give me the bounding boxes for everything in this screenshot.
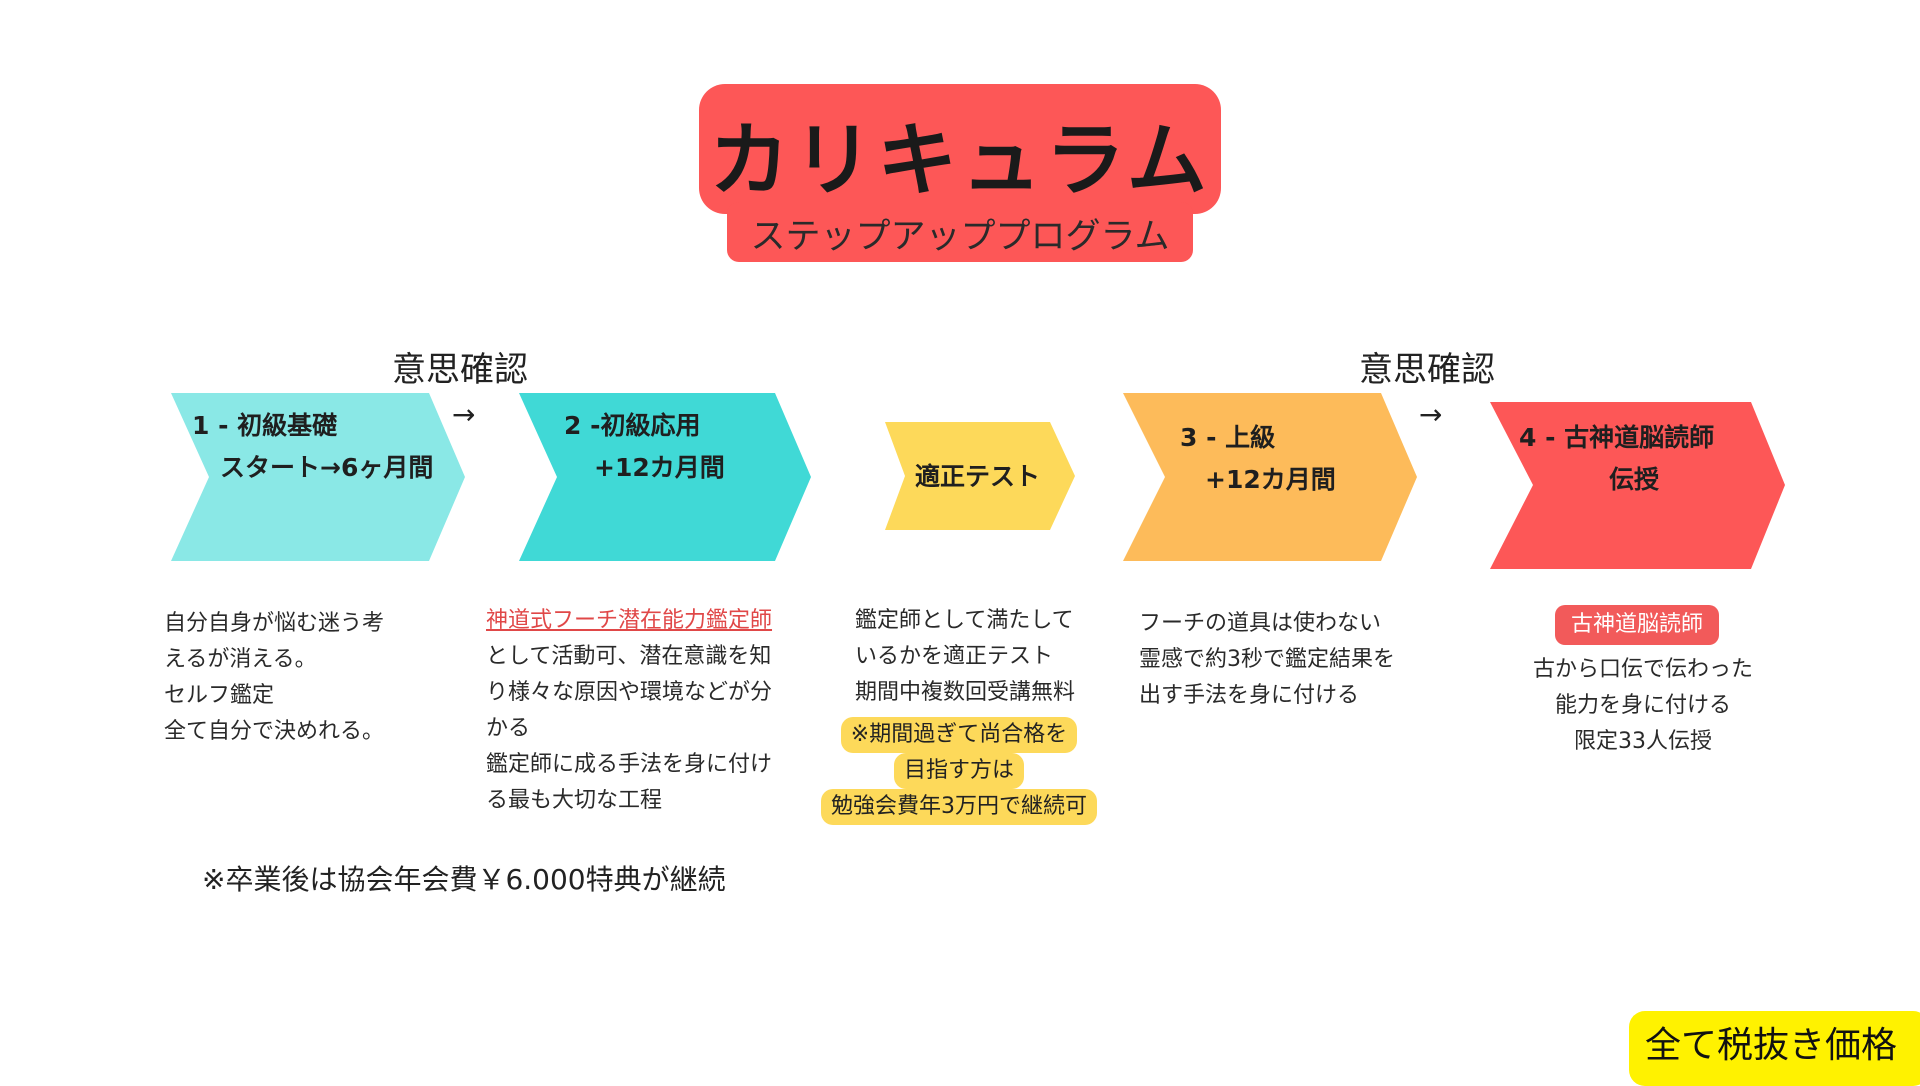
desc-line: り様々な原因や環境などが分 xyxy=(486,680,773,705)
step-4-description: 古から口伝で伝わった 能力を身に付ける 限定33人伝授 xyxy=(1493,652,1793,760)
step-4-subtitle: 伝授 xyxy=(1609,465,1660,494)
step-2-description: 神道式フーチ潜在能力鑑定師 として活動可、潜在意識を知 り様々な原因や環境などが… xyxy=(486,603,772,819)
desc-line: えるが消える。 xyxy=(164,647,317,672)
page-title: カリキュラム xyxy=(709,114,1211,207)
step-4-title: 4 - 古神道脳読師 xyxy=(1519,423,1715,452)
page-subtitle: ステップアッププログラム xyxy=(750,217,1170,257)
step-2-duration: +12カ月間 xyxy=(594,453,725,482)
title-badge: 古神道脳読師 xyxy=(1555,605,1719,645)
desc-line: 限定33人伝授 xyxy=(1574,729,1712,754)
desc-line: 期間中複数回受講無料 xyxy=(855,680,1076,705)
desc-line: 能力を身に付ける xyxy=(1554,693,1731,718)
certification-link[interactable]: 神道式フーチ潜在能力鑑定師 xyxy=(486,608,773,633)
desc-line: 鑑定師に成る手法を身に付け xyxy=(486,752,773,777)
subtitle-banner xyxy=(727,202,1193,262)
step-2-chevron xyxy=(519,393,811,561)
step-3-title: 3 - 上級 xyxy=(1180,423,1276,452)
desc-line: として活動可、潜在意識を知 xyxy=(486,644,772,669)
desc-line: いるかを適正テスト xyxy=(855,644,1054,669)
desc-line: 自分自身が悩む迷う考 xyxy=(164,611,385,636)
confirm-label-1: 意思確認 xyxy=(392,350,528,390)
arrow-right-icon: → xyxy=(1419,398,1443,431)
step-1-chevron xyxy=(171,393,465,561)
desc-line: 霊感で約3秒で鑑定結果を xyxy=(1139,647,1395,672)
step-test-chevron xyxy=(885,422,1075,530)
desc-line: 出す手法を身に付ける xyxy=(1139,683,1360,708)
step-3-chevron xyxy=(1123,393,1417,561)
test-notes: ※期間過ぎて尚合格を 目指す方は 勉強会費年3万円で継続可 xyxy=(800,717,1118,825)
step-1-duration: スタート→6ヶ月間 xyxy=(220,453,434,482)
step-2-title: 2 -初級応用 xyxy=(564,411,701,440)
desc-line: る最も大切な工程 xyxy=(486,788,663,813)
step-test-title: 適正テスト xyxy=(915,462,1041,491)
footer-note: ※卒業後は協会年会費￥6.000特典が継続 xyxy=(202,863,726,896)
step-1-description: 自分自身が悩む迷う考 えるが消える。 セルフ鑑定 全て自分で決めれる。 xyxy=(164,606,384,750)
step-3-description: フーチの道具は使わない 霊感で約3秒で鑑定結果を 出す手法を身に付ける xyxy=(1139,606,1395,714)
desc-line: フーチの道具は使わない xyxy=(1139,611,1382,636)
desc-line: 古から口伝で伝わった xyxy=(1532,657,1753,682)
desc-line: 鑑定師として満たして xyxy=(855,608,1074,633)
step-test-description: 鑑定師として満たして いるかを適正テスト 期間中複数回受講無料 xyxy=(855,603,1075,711)
confirm-label-2: 意思確認 xyxy=(1359,350,1495,390)
step-3-duration: +12カ月間 xyxy=(1205,465,1336,494)
desc-line: かる xyxy=(486,716,531,741)
desc-line: セルフ鑑定 xyxy=(164,683,275,708)
note-line: ※期間過ぎて尚合格を xyxy=(840,717,1078,753)
title-banner xyxy=(699,84,1221,214)
note-line: 目指す方は xyxy=(893,753,1024,789)
desc-line: 全て自分で決めれる。 xyxy=(164,719,385,744)
step-1-title: 1 - 初級基礎 xyxy=(192,411,338,440)
step-4-chevron xyxy=(1490,402,1785,569)
note-line: 勉強会費年3万円で継続可 xyxy=(821,789,1097,825)
arrow-right-icon: → xyxy=(452,398,476,431)
tax-note-badge: 全て税抜き価格 xyxy=(1629,1011,1920,1086)
